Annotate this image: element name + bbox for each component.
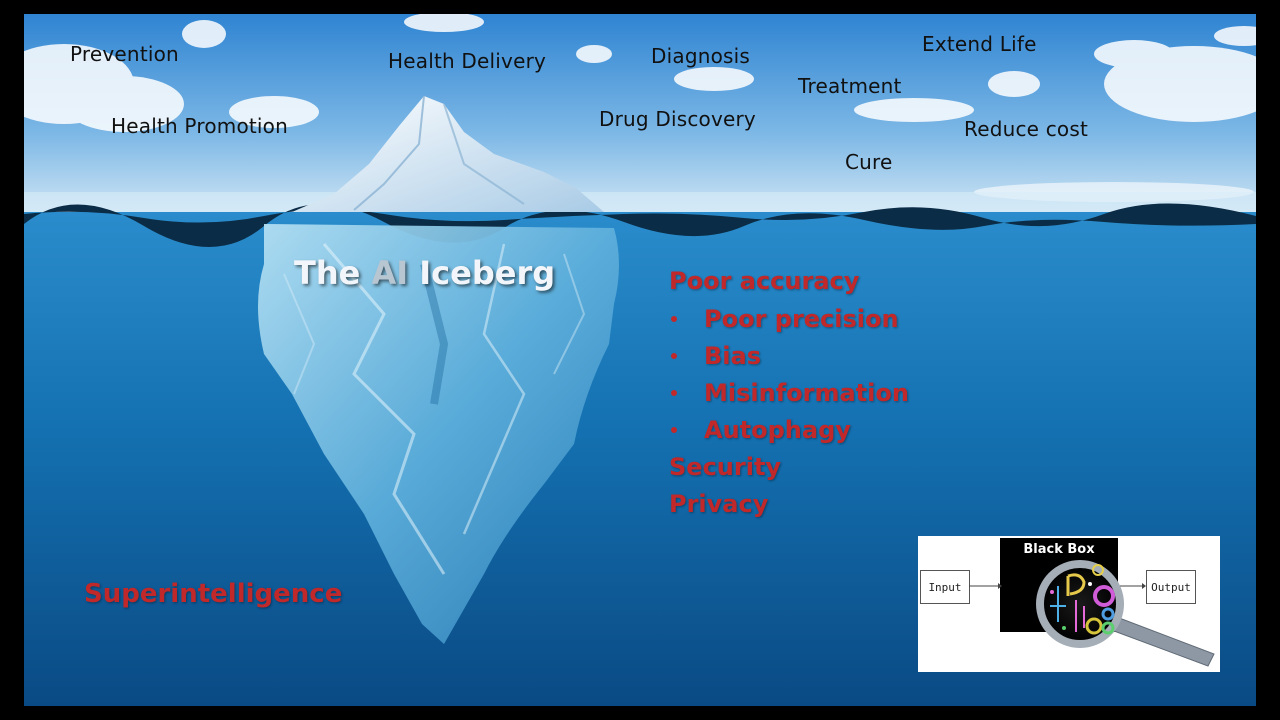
benefit-prevention: Prevention bbox=[70, 42, 179, 66]
risk-misinformation: Misinformation bbox=[704, 379, 909, 407]
magnifier-icon bbox=[969, 560, 1215, 667]
risk-poor-precision: Poor precision bbox=[704, 305, 899, 333]
benefit-health-delivery: Health Delivery bbox=[388, 49, 547, 73]
bullet bbox=[671, 316, 677, 322]
slide: Prevention Health Delivery Diagnosis Ext… bbox=[24, 14, 1256, 706]
risk-security: Security bbox=[669, 453, 782, 481]
iceberg-tip bbox=[292, 96, 604, 212]
benefit-cure: Cure bbox=[845, 150, 893, 174]
risk-autophagy: Autophagy bbox=[704, 416, 851, 444]
waterline bbox=[24, 203, 1256, 247]
input-box: Input bbox=[920, 570, 970, 604]
benefit-reduce-cost: Reduce cost bbox=[964, 117, 1089, 141]
output-box: Output bbox=[1146, 570, 1196, 604]
benefit-health-promotion: Health Promotion bbox=[111, 114, 288, 138]
slide-title: The AI Iceberg bbox=[294, 254, 556, 292]
bullet bbox=[671, 353, 677, 359]
benefit-diagnosis: Diagnosis bbox=[651, 44, 751, 68]
bullet bbox=[671, 390, 677, 396]
black-box-diagram: Input Output Black Box bbox=[918, 536, 1220, 672]
sky bbox=[24, 14, 1256, 214]
risk-superintelligence: Superintelligence bbox=[84, 579, 343, 609]
iceberg-scene bbox=[24, 14, 1256, 706]
risk-bias: Bias bbox=[704, 342, 761, 370]
bullet bbox=[671, 427, 677, 433]
risk-privacy: Privacy bbox=[669, 490, 769, 518]
black-box-title: Black Box bbox=[1023, 542, 1095, 557]
iceberg-underwater bbox=[258, 224, 619, 644]
benefit-treatment: Treatment bbox=[798, 74, 902, 98]
benefit-drug-discovery: Drug Discovery bbox=[599, 107, 756, 131]
risk-poor-accuracy: Poor accuracy bbox=[669, 267, 860, 295]
benefit-extend-life: Extend Life bbox=[922, 32, 1037, 56]
